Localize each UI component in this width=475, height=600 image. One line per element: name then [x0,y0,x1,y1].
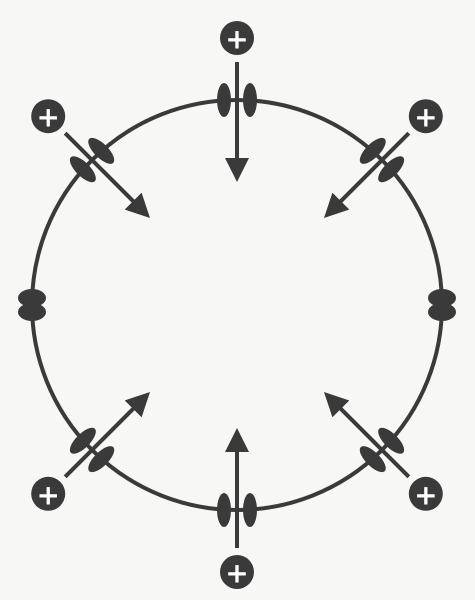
channel-subunit-top-2 [243,83,257,117]
cation-top: + [220,21,254,56]
cation-charge-label: + [36,101,59,134]
cation-bottom-right: + [409,477,443,512]
cation-charge-label: + [225,23,248,56]
channel-subunit-bottom-2 [217,493,231,527]
channel-subunit-top-1 [217,83,231,117]
cation-charge-label: + [414,478,437,511]
channel-subunit-right-2 [428,303,456,321]
channel-subunit-left-2 [18,289,46,307]
cation-charge-label: + [36,478,59,511]
cation-bottom-left: + [31,477,65,512]
arrow-layer [65,62,409,548]
cation-bottom: + [220,555,254,590]
channel-subunit-bottom-1 [243,493,257,527]
cation-top-left: + [31,99,65,133]
cation-top-right: + [409,99,443,133]
cation-charge-label: + [414,101,437,134]
closed-channel-right [428,289,456,321]
cation-charge-label: + [225,557,248,590]
closed-channel-left [18,289,46,321]
